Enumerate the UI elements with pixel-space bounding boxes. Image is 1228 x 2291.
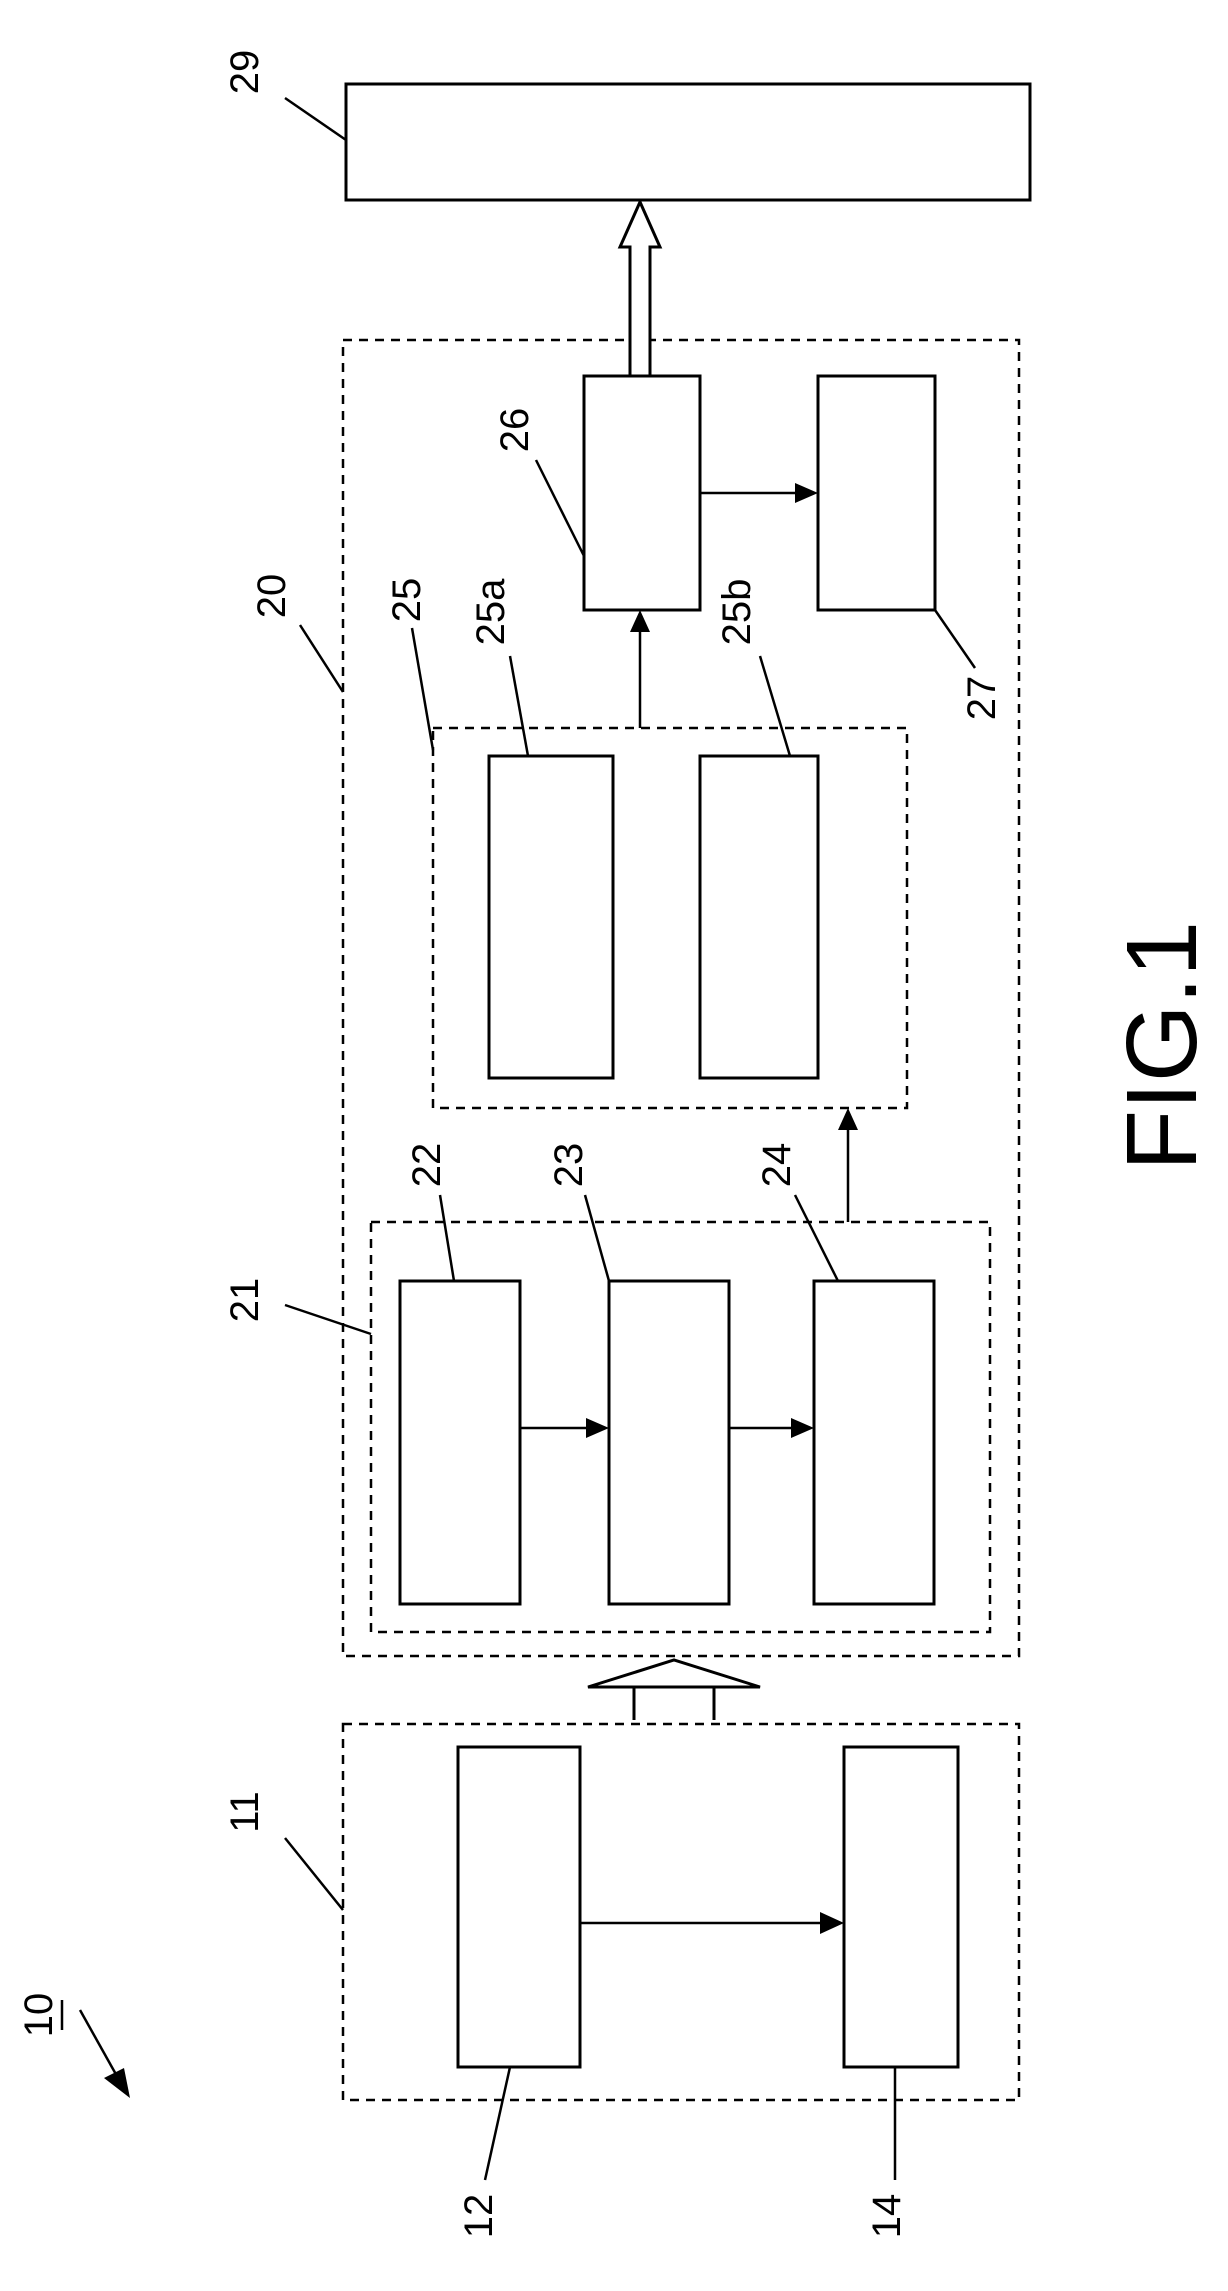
arrow-26-to-27-head (795, 483, 818, 503)
block-23 (609, 1281, 729, 1604)
label-25: 25 (385, 578, 429, 623)
leader-11 (285, 1838, 343, 1910)
label-12: 12 (457, 2194, 501, 2239)
leader-23 (585, 1195, 609, 1281)
leader-27 (935, 610, 975, 668)
hollow-arrow-11-to-20 (588, 1660, 760, 1720)
label-29: 29 (223, 50, 267, 95)
leader-22 (440, 1195, 454, 1281)
leader-26 (536, 460, 584, 556)
block-26 (584, 376, 700, 610)
ref-10-arrow-head (104, 2068, 130, 2098)
label-14: 14 (865, 2194, 909, 2239)
label-26: 26 (493, 408, 537, 453)
label-20: 20 (250, 574, 294, 619)
block-12 (458, 1747, 580, 2067)
block-25b (700, 756, 818, 1078)
label-21: 21 (223, 1278, 267, 1323)
block-27 (818, 376, 935, 610)
leader-24 (795, 1195, 838, 1281)
leader-21 (285, 1305, 371, 1334)
block-14 (844, 1747, 958, 2067)
block-25a (489, 756, 613, 1078)
leader-20 (300, 625, 343, 692)
label-10: 10 (17, 1993, 61, 2038)
arrow-12-to-14-head (820, 1912, 844, 1934)
label-11: 11 (223, 1791, 267, 1833)
block-29 (346, 84, 1030, 200)
label-25b: 25b (715, 579, 759, 646)
label-23: 23 (547, 1143, 591, 1188)
leader-25 (412, 628, 433, 750)
label-24: 24 (755, 1143, 799, 1188)
block-24 (814, 1281, 934, 1604)
label-25a: 25a (469, 578, 513, 645)
leader-25a (510, 656, 528, 756)
leader-25b (760, 656, 790, 756)
arrow-25-to-26-head (630, 610, 650, 632)
hollow-arrow-26-to-29 (620, 202, 660, 376)
arrow-22-to-23-head (586, 1418, 609, 1438)
arrow-23-to-24-head (791, 1418, 814, 1438)
ref-10-arrow-line (80, 2010, 118, 2078)
figure-caption: FIG.1 (1106, 921, 1218, 1171)
label-27: 27 (960, 676, 1004, 721)
leader-29 (285, 98, 346, 140)
arrow-21-to-25-head (838, 1108, 858, 1130)
block-22 (400, 1281, 520, 1604)
label-22: 22 (405, 1143, 449, 1188)
leader-12 (485, 2067, 510, 2180)
